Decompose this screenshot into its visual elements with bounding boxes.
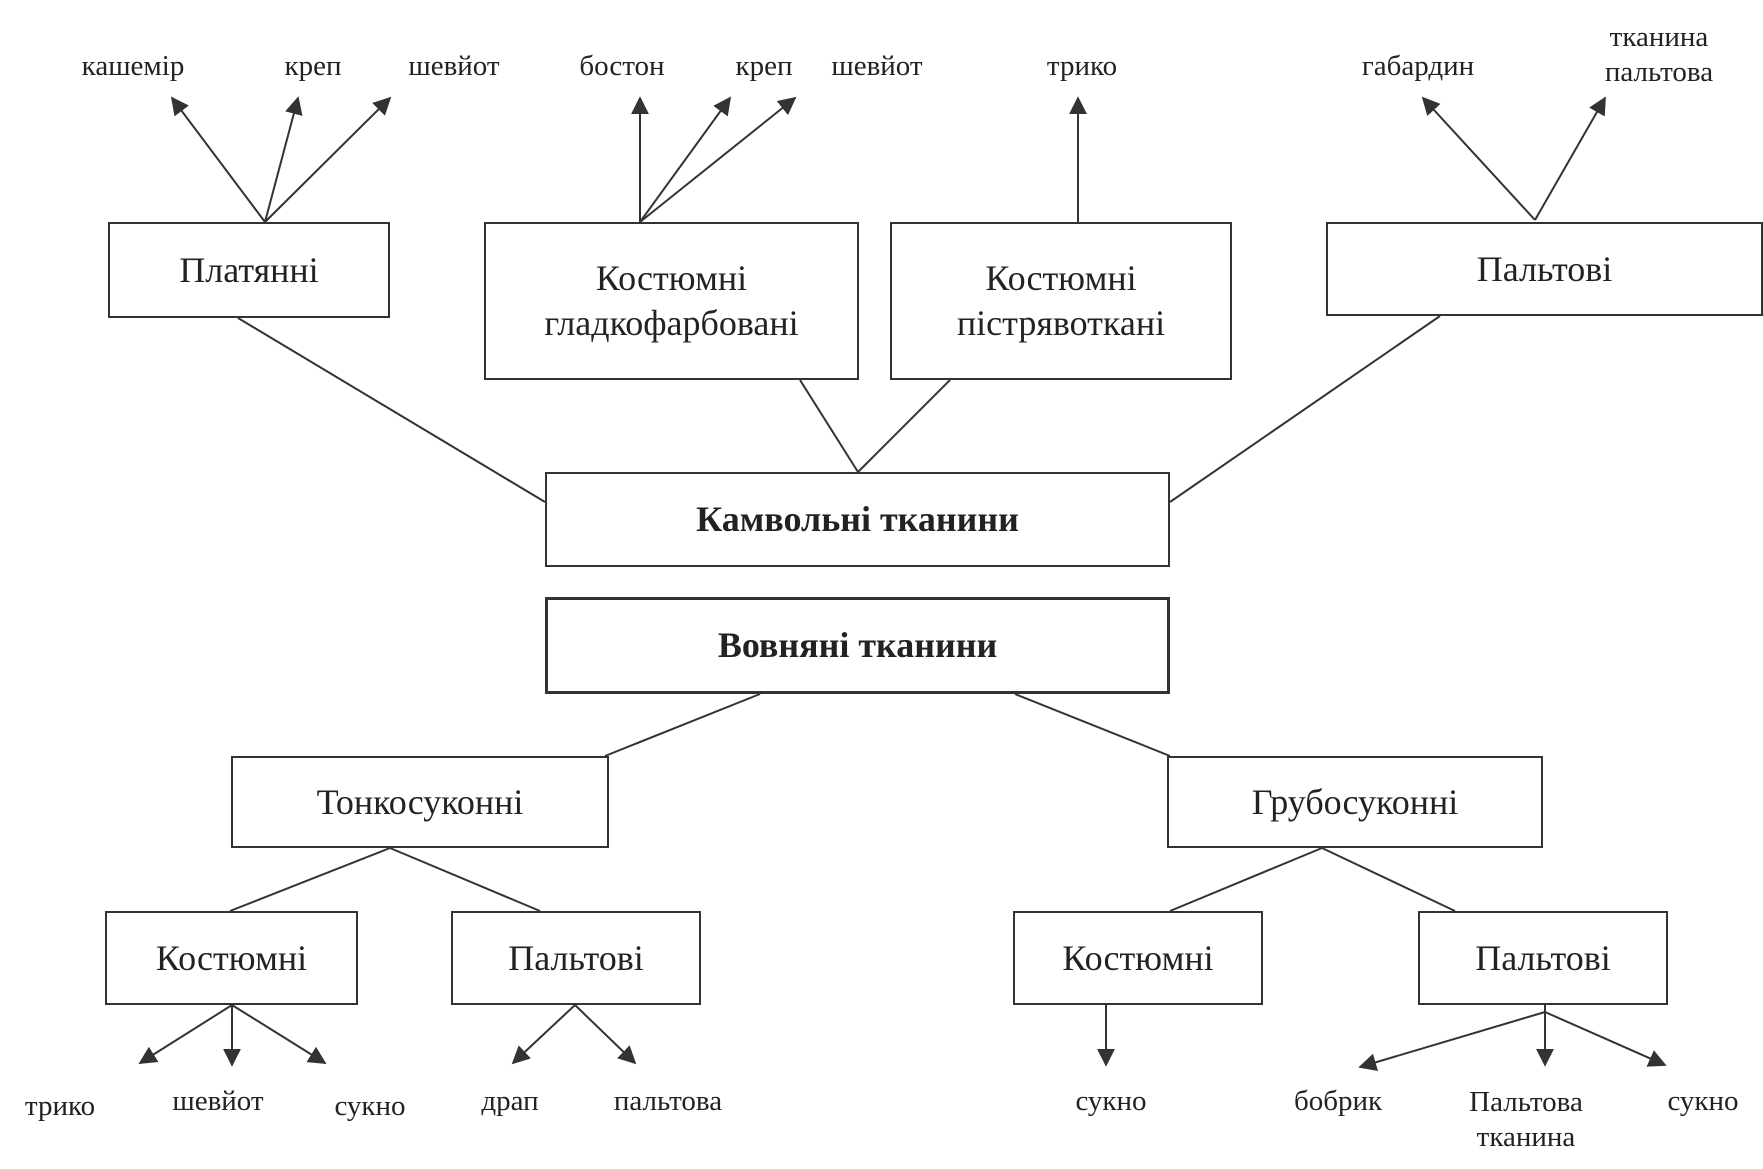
label-boston: бостон <box>579 50 665 82</box>
arrow-dress-cheviot <box>264 96 392 223</box>
fine-suit-label: Костюмні <box>155 937 308 978</box>
dress-fabrics-label: Платянні <box>179 249 319 290</box>
dress-fabrics-box: Платянні <box>108 222 390 318</box>
coarse-coat-box: Пальтові <box>1418 911 1668 1005</box>
fine-coat-box: Пальтові <box>451 911 701 1005</box>
fine-cloth-label: Тонкосуконні <box>316 781 524 822</box>
label-coat-fabric-top: тканина пальтова <box>1604 21 1714 88</box>
arrow-coat-coatfabric <box>1534 96 1606 221</box>
label-cashmere: кашемір <box>81 50 185 82</box>
label-cheviot-dress: шевйот <box>408 50 500 82</box>
label-cloth-fine: сукно <box>334 1090 406 1122</box>
arrow-suitplain-crepe <box>639 96 732 223</box>
wool-fabrics-box: Вовняні тканини <box>545 597 1170 694</box>
arrow-dress-cashmere <box>170 96 266 223</box>
label-tricot-bottom: трико <box>24 1090 96 1122</box>
label-crepe-dress: креп <box>284 50 342 82</box>
label-crepe-suit: креп <box>735 50 793 82</box>
fine-suit-box: Костюмні <box>105 911 358 1005</box>
link-dress-worsted <box>237 317 546 503</box>
label-gabardine: габардин <box>1361 50 1475 82</box>
arrow-finesuit-cloth <box>231 1004 327 1064</box>
coarse-suit-box: Костюмні <box>1013 911 1263 1005</box>
link-fine-suit <box>229 847 391 912</box>
link-suitplain-worsted <box>799 379 859 473</box>
coat-fabrics-label: Пальтові <box>1476 248 1613 289</box>
label-tricot-top: трико <box>1046 50 1118 82</box>
label-cheviot-suit: шевйот <box>831 50 923 82</box>
label-coat-fabric-bottom: Пальтова тканина <box>1469 1086 1583 1153</box>
coat-fabrics-box: Пальтові <box>1326 222 1763 316</box>
suit-plain-label: Костюмні гладкофарбовані <box>544 258 799 343</box>
link-coarse-coat <box>1321 847 1456 912</box>
worsted-fabrics-label: Камвольні тканини <box>696 499 1019 539</box>
coarse-cloth-box: Грубосуконні <box>1167 756 1543 848</box>
coarse-coat-label: Пальтові <box>1475 937 1611 978</box>
label-cloth-coarse-suit: сукно <box>1075 1085 1147 1117</box>
fine-coat-label: Пальтові <box>508 937 644 978</box>
label-bobrik: бобрик <box>1293 1085 1383 1117</box>
label-cloth-coarse-coat: сукно <box>1667 1085 1739 1117</box>
link-suitmulti-worsted <box>857 379 951 473</box>
coarse-cloth-label: Грубосуконні <box>1251 781 1459 822</box>
arrow-finecoat-drape <box>511 1004 576 1065</box>
worsted-fabrics-box: Камвольні тканини <box>545 472 1170 567</box>
arrow-finecoat-coat <box>574 1004 637 1065</box>
arrow-coat-gabardine <box>1421 96 1536 221</box>
link-wool-fine <box>604 693 761 757</box>
label-coat-fine: пальтова <box>613 1085 723 1117</box>
label-drape: драп <box>481 1085 539 1117</box>
link-coat-worsted <box>1169 315 1441 503</box>
wool-fabrics-label: Вовняні тканини <box>717 625 998 665</box>
arrow-finesuit-tricot <box>138 1004 233 1064</box>
link-fine-coat <box>389 847 541 912</box>
arrow-suitplain-cheviot <box>639 96 797 223</box>
suit-multi-label: Костюмні пістрявоткані <box>956 258 1166 343</box>
arrow-coarsecoat-bobrik <box>1358 1011 1546 1072</box>
suit-plain-box: Костюмні гладкофарбовані <box>484 222 859 380</box>
link-wool-coarse <box>1014 693 1171 757</box>
link-coarse-suit <box>1169 847 1323 912</box>
arrow-dress-crepe <box>264 96 303 223</box>
coarse-suit-label: Костюмні <box>1062 937 1214 978</box>
fine-cloth-box: Тонкосуконні <box>231 756 609 848</box>
label-cheviot-bottom: шевйот <box>172 1085 264 1117</box>
arrow-coarsecoat-cloth <box>1544 1011 1667 1067</box>
suit-multi-box: Костюмні пістрявоткані <box>890 222 1232 380</box>
